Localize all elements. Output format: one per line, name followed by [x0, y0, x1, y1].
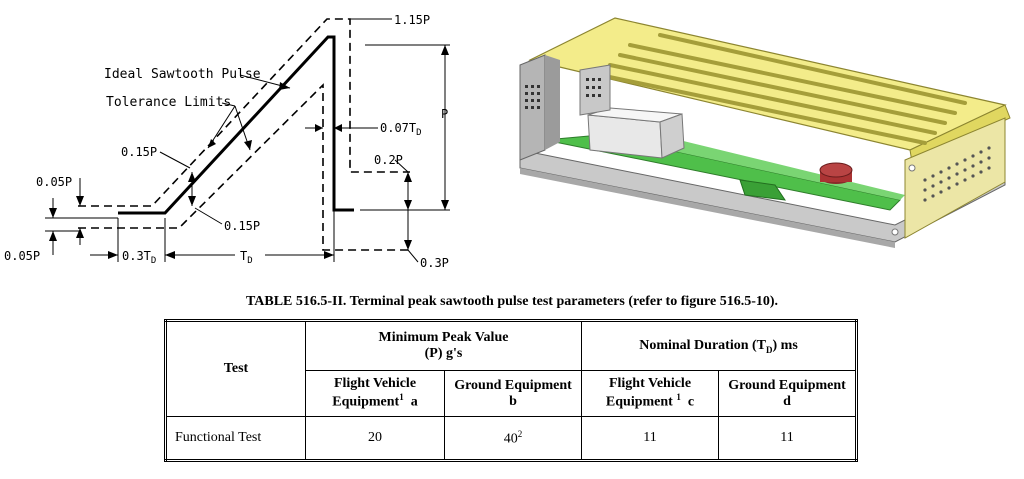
header-min-peak: Minimum Peak Value (P) g's	[305, 320, 582, 371]
label-tolerance-limits: Tolerance Limits	[106, 95, 231, 110]
table-caption: TABLE 516.5-II. Terminal peak sawtooth p…	[245, 294, 779, 309]
label-ideal-pulse: Ideal Sawtooth Pulse	[104, 67, 261, 82]
sawtooth-test-parameters-table: Test Minimum Peak Value (P) g's Nominal …	[164, 319, 858, 462]
cell-test-name: Functional Test	[165, 416, 306, 461]
header-flight-vehicle-a: Flight Vehicle Equipment1 a	[305, 370, 445, 417]
cell-a: 20	[305, 416, 445, 461]
cell-d: 11	[718, 416, 857, 461]
header-ground-equipment-b: Ground Equipment b	[444, 370, 582, 417]
header-nominal-duration: Nominal Duration (TD) ms	[581, 320, 857, 371]
header-test: Test	[165, 320, 306, 417]
equipment-chassis-illustration	[519, 17, 1011, 248]
header-ground-equipment-d: Ground Equipment d	[718, 370, 857, 417]
lower-tolerance-line	[78, 83, 410, 251]
cell-c: 11	[581, 416, 719, 461]
label-0-05p-top: 0.05P	[36, 175, 72, 189]
label-0-3td: 0.3TD	[122, 249, 156, 266]
label-0-15p-top: 0.15P	[121, 145, 157, 159]
sawtooth-pulse-diagram: Ideal Sawtooth Pulse Tolerance Limits 1.…	[4, 13, 450, 270]
ideal-pulse-line	[118, 35, 354, 215]
label-td: TD	[240, 249, 253, 266]
upper-tolerance-line	[78, 18, 410, 207]
label-p: P	[441, 107, 448, 121]
cell-b: 402	[444, 416, 582, 461]
label-0-3p: 0.3P	[420, 256, 449, 270]
header-flight-vehicle-c: Flight Vehicle Equipment 1 c	[581, 370, 719, 417]
table-row: Functional Test 20 402 11 11	[165, 416, 857, 461]
label-0-15p-bottom: 0.15P	[224, 219, 260, 233]
label-0-2p: 0.2P	[374, 153, 403, 167]
label-1-15p: 1.15P	[394, 13, 430, 27]
label-0-05p-bottom: 0.05P	[4, 249, 40, 263]
label-0-07td: 0.07TD	[380, 121, 422, 138]
